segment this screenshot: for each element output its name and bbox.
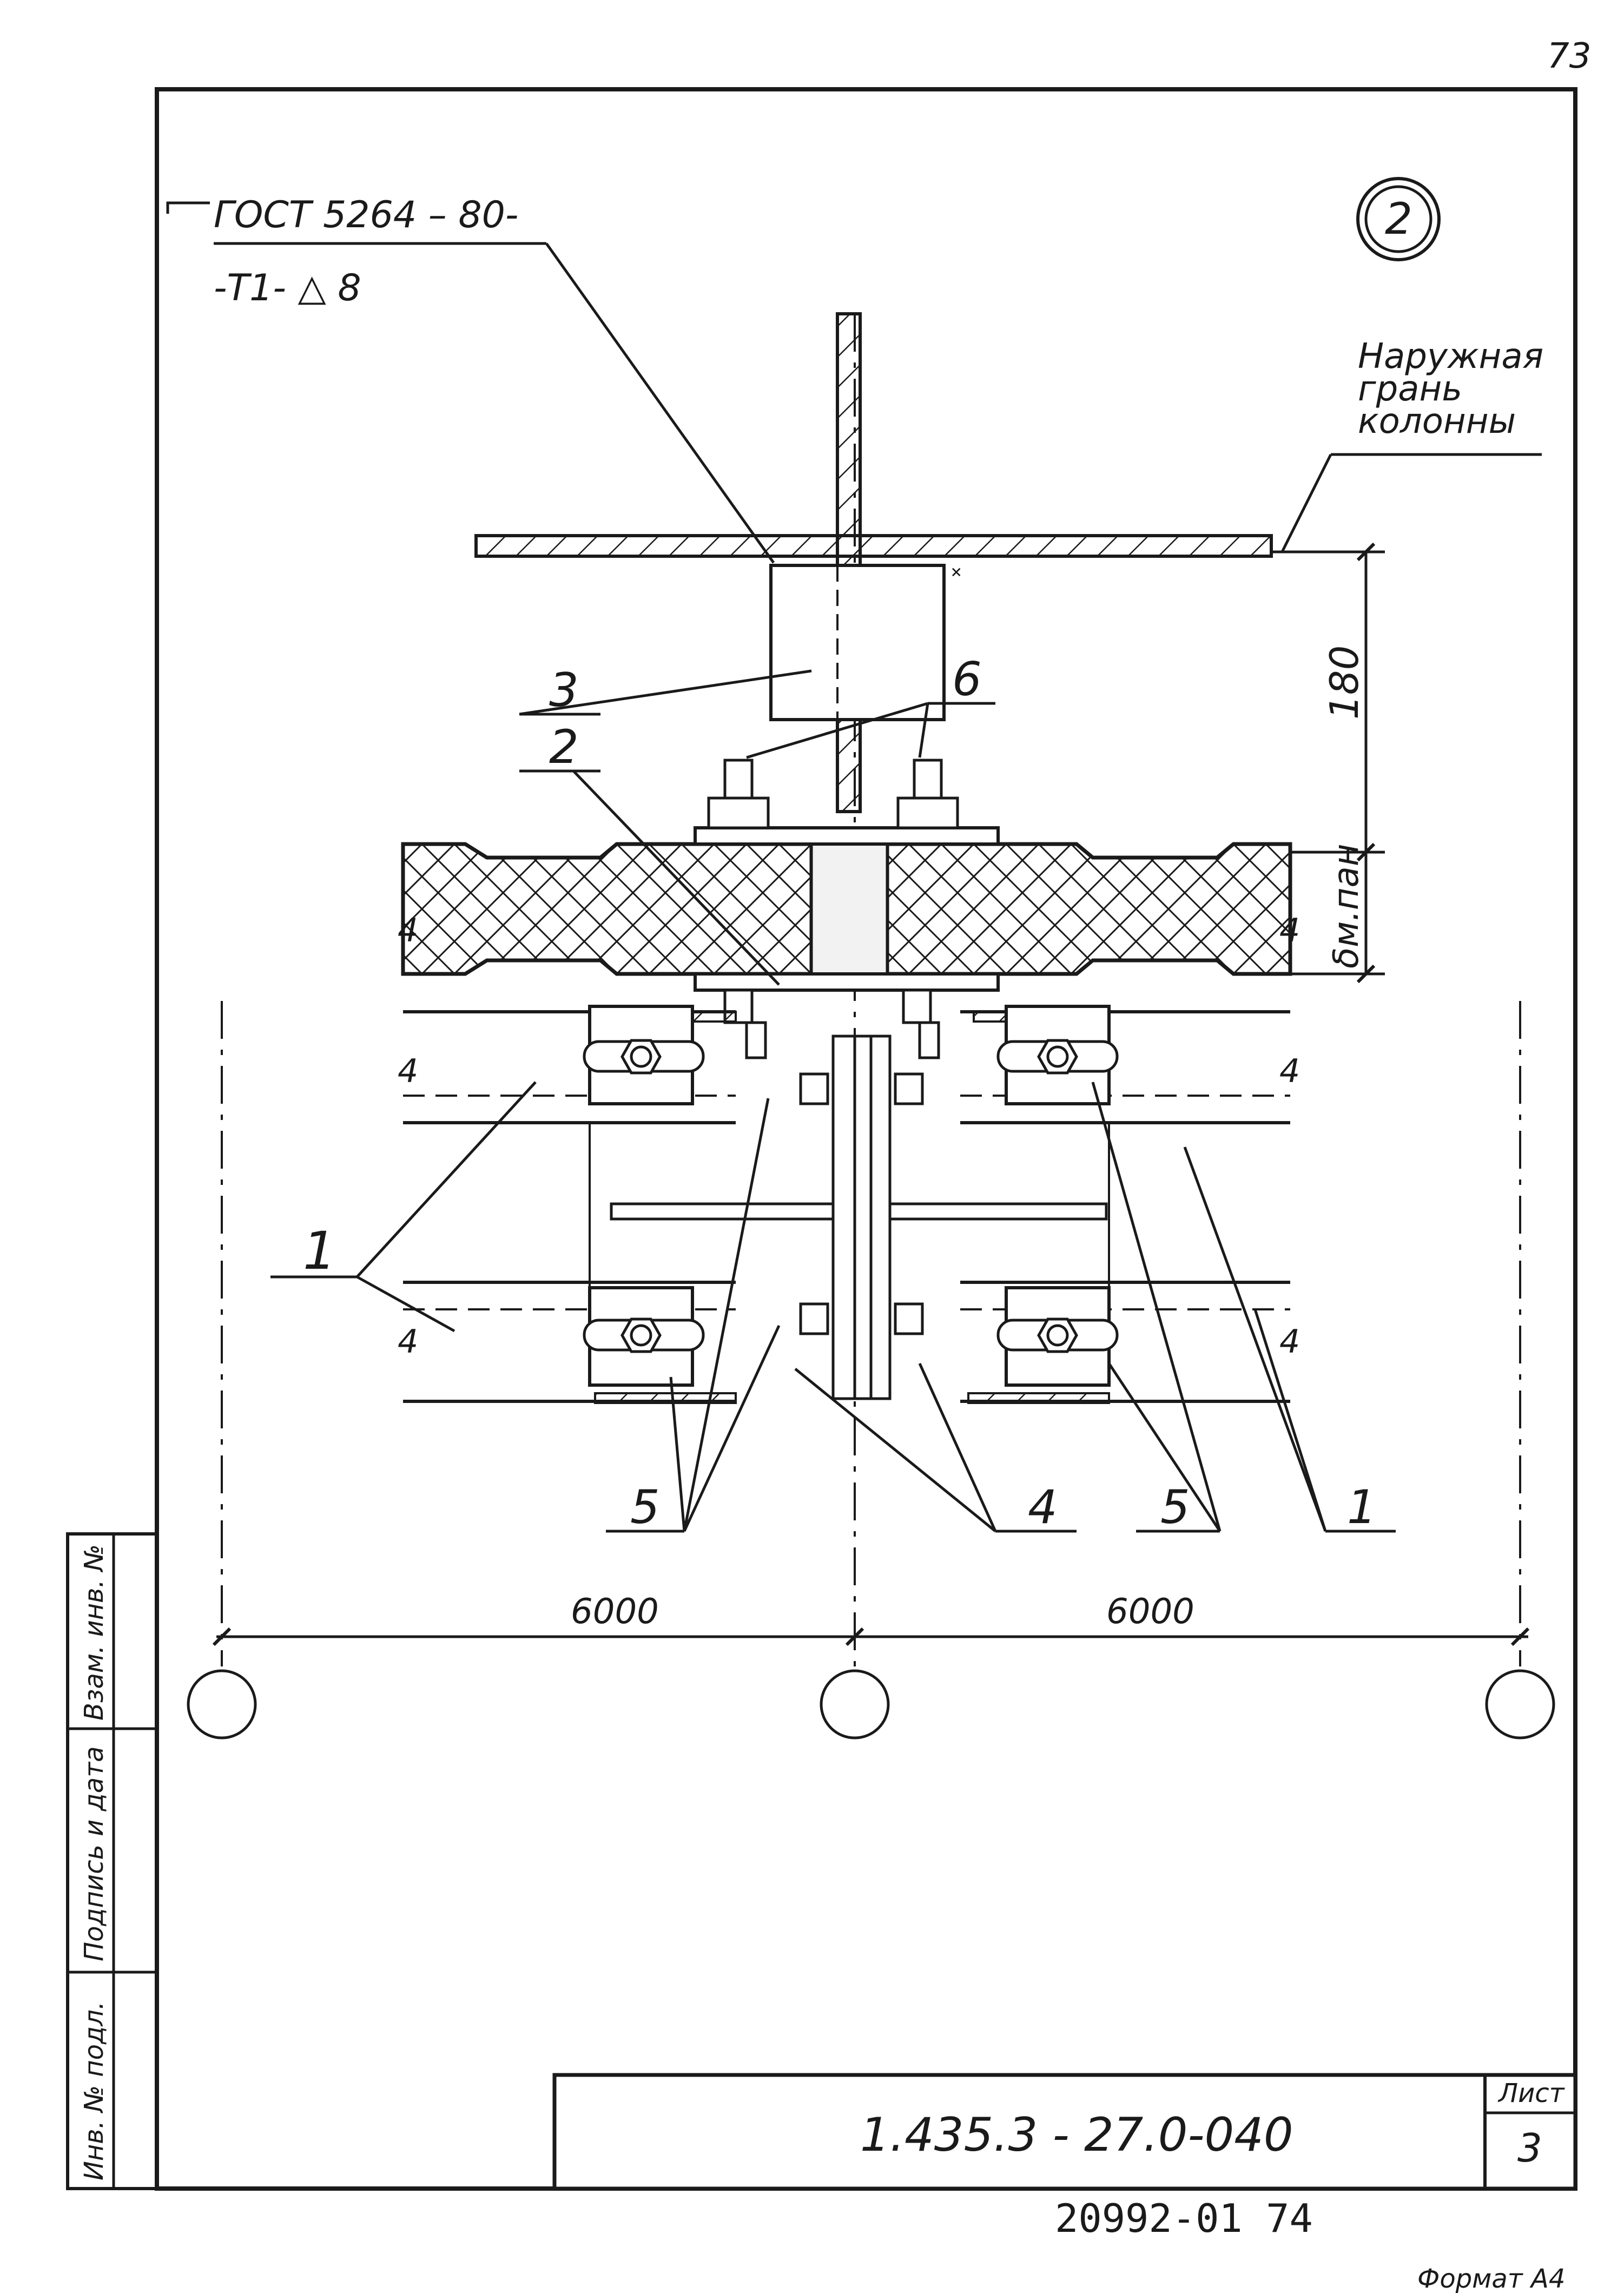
clamp-plates bbox=[583, 1005, 1119, 1387]
callout-2: 2 bbox=[549, 720, 579, 774]
span-right: 6000 bbox=[1106, 1592, 1194, 1632]
item-6-bolts bbox=[707, 759, 959, 1059]
designation: 1.435.3 - 27.0-040 bbox=[860, 2108, 1293, 2162]
weld-note: ГОСТ 5264 – 80- -Т1- △ 8 bbox=[166, 194, 775, 564]
break-mark-5: 4 bbox=[398, 1323, 418, 1361]
weld-note-line1: ГОСТ 5264 – 80- bbox=[214, 194, 518, 236]
svg-text:грань: грань bbox=[1358, 369, 1462, 409]
node-marker: 2 bbox=[1356, 177, 1441, 261]
callout-6: 6 bbox=[952, 653, 982, 707]
callout-3: 3 bbox=[549, 663, 579, 717]
stamp-inv-no: Инв. № подл. bbox=[79, 2001, 109, 2180]
sandwich-panel bbox=[401, 826, 1292, 992]
svg-text:колонны: колонны bbox=[1358, 401, 1516, 442]
callout-4: 4 bbox=[1028, 1480, 1058, 1534]
svg-text:Наружная: Наружная bbox=[1358, 337, 1543, 377]
break-mark-2: 4 bbox=[1279, 912, 1300, 950]
stamp-sign-date: Подпись и дата bbox=[79, 1746, 109, 1961]
callout-5-left: 5 bbox=[630, 1480, 660, 1534]
item-3-block bbox=[769, 564, 946, 721]
callout-1-left: 1 bbox=[303, 1221, 336, 1281]
weld-note-line2: -Т1- △ 8 bbox=[214, 267, 361, 309]
gusset-plate bbox=[836, 312, 862, 813]
break-mark-6: 4 bbox=[1279, 1323, 1300, 1361]
title-block: Лист 3 1.435.3 - 27.0-040 bbox=[552, 2073, 1577, 2191]
sheet-label: Лист bbox=[1497, 2078, 1566, 2108]
span-left: 6000 bbox=[571, 1592, 659, 1632]
svg-text:2: 2 bbox=[1385, 194, 1412, 244]
dim-180: 180 bbox=[1271, 542, 1385, 862]
callout-5-right: 5 bbox=[1160, 1480, 1190, 1534]
dim-panel: δм.пан bbox=[1290, 844, 1385, 984]
break-mark-1: 4 bbox=[398, 912, 418, 950]
sheet-value: 3 bbox=[1517, 2125, 1542, 2171]
archive-number: 20992-01 74 bbox=[1055, 2196, 1313, 2241]
facade-note: Наружная грань колонны bbox=[1280, 337, 1543, 553]
grid-axes bbox=[187, 1001, 1555, 1739]
break-mark-4: 4 bbox=[1279, 1052, 1300, 1090]
break-mark-3: 4 bbox=[398, 1052, 418, 1090]
side-stamp: Взам. инв. № Подпись и дата Инв. № подл. bbox=[66, 1532, 159, 2190]
format-note: Формат А4 bbox=[1417, 2264, 1565, 2293]
rafter-plates bbox=[589, 1035, 1110, 1400]
callout-1-right: 1 bbox=[1347, 1480, 1377, 1534]
svg-text:180: 180 bbox=[1322, 645, 1367, 720]
stamp-replace-inv: Взам. инв. № bbox=[79, 1544, 109, 1721]
leader-lines bbox=[356, 669, 1327, 1532]
callouts: 3 2 6 1 5 4 5 1 bbox=[270, 653, 1396, 1534]
dim-span: 6000 6000 bbox=[212, 1592, 1530, 1646]
svg-text:δм.пан: δм.пан bbox=[1326, 844, 1366, 968]
page-number: 73 bbox=[1547, 36, 1591, 76]
